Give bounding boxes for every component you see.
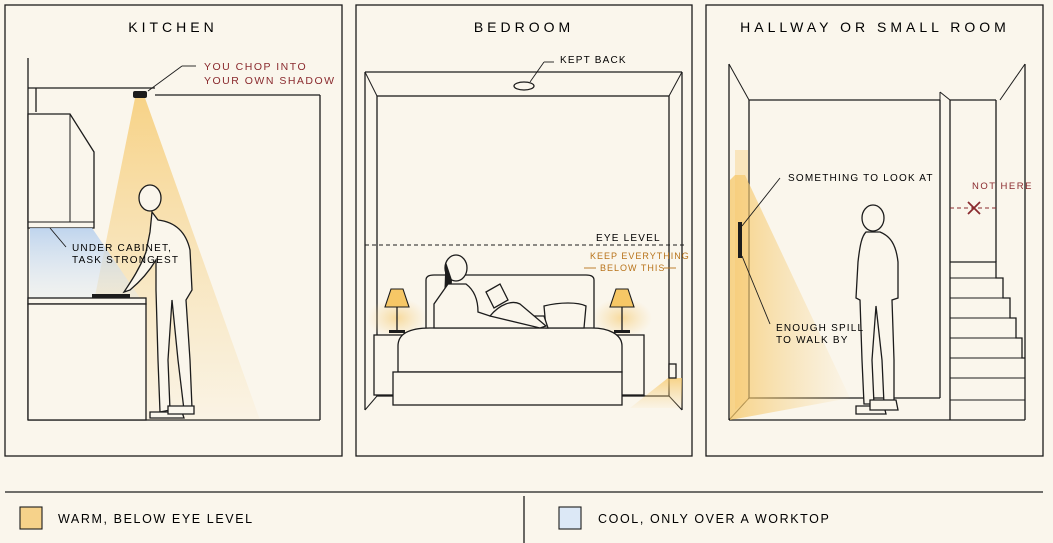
spill-note-2: TO WALK BY	[776, 335, 849, 346]
hall-corner-tr	[999, 63, 1026, 101]
wall-note: SOMETHING TO LOOK AT	[788, 173, 934, 184]
bedroom-title: BEDROOM	[474, 19, 574, 35]
hallway-frame	[705, 4, 1044, 457]
bedroom-panel: BEDROOM KEPT BACK EYE LEVEL KEEP EVERYTH…	[355, 4, 693, 457]
kitchen-ceiling-leader	[147, 65, 183, 92]
cabinet-note-1: UNDER CABINET,	[72, 243, 172, 254]
staircase	[950, 261, 1025, 401]
cabinet-note-2: TASK STRONGEST	[72, 255, 179, 266]
keep-note-1: KEEP EVERYTHING	[590, 251, 690, 261]
not-here-label: NOT HERE	[972, 181, 1033, 192]
wall-light-glow	[730, 175, 850, 420]
base-cabinet	[27, 303, 147, 421]
wall-picture	[738, 222, 742, 258]
warm-swatch	[19, 506, 43, 530]
bedroom-ceiling-note: KEPT BACK	[560, 55, 627, 66]
not-here-x-icon	[967, 201, 981, 215]
right-table-lamp	[609, 288, 635, 333]
kitchen-ceiling-note-1: YOU CHOP INTO	[204, 61, 307, 73]
bedroom-corner-bl	[364, 395, 378, 411]
spill-note-1: ENOUGH SPILL	[776, 323, 864, 334]
kitchen-panel: KITCHEN YOU CHOP INTO	[4, 4, 343, 457]
left-table-lamp	[384, 288, 410, 333]
cutting-board	[92, 294, 130, 298]
kitchen-frame	[4, 4, 343, 457]
hallway-title: HALLWAY OR SMALL ROOM	[740, 19, 1010, 35]
warm-legend-label: WARM, BELOW EYE LEVEL	[58, 512, 254, 526]
bedroom-frame	[355, 4, 693, 457]
hall-corner-tl	[728, 63, 750, 101]
bedroom-corner-tl	[364, 71, 378, 97]
spill-note-leader	[741, 255, 771, 325]
worktop	[27, 297, 147, 305]
ceiling-downlight	[133, 91, 147, 98]
kitchen-ceiling-note-2: YOUR OWN SHADOW	[204, 75, 336, 87]
wall-note-leader	[741, 177, 781, 227]
legend: WARM, BELOW EYE LEVEL COOL, ONLY OVER A …	[5, 491, 1043, 543]
cool-legend-label: COOL, ONLY OVER A WORKTOP	[598, 512, 830, 526]
bedroom-ceiling-leader	[529, 61, 545, 83]
reading-person	[433, 254, 549, 329]
hall-door-slant	[939, 91, 951, 101]
upper-cabinet	[27, 113, 95, 229]
under-cabinet-light	[30, 228, 140, 298]
floor-nightlight-glow	[630, 378, 682, 408]
cool-swatch	[558, 506, 582, 530]
bed	[392, 274, 623, 406]
hallway-panel: HALLWAY OR SMALL ROOM	[705, 4, 1044, 457]
keep-note-2: BELOW THIS	[600, 263, 665, 273]
kitchen-title: KITCHEN	[128, 19, 217, 35]
bedroom-ceiling-fixture	[513, 81, 535, 91]
floor-nightlight	[668, 363, 677, 379]
cabinet-leader	[49, 227, 67, 248]
eye-level-label: EYE LEVEL	[596, 233, 661, 244]
wall-wash	[735, 150, 748, 410]
bedroom-corner-tr	[668, 71, 683, 97]
kitchen-person	[122, 184, 195, 419]
hallway-person	[855, 204, 899, 415]
